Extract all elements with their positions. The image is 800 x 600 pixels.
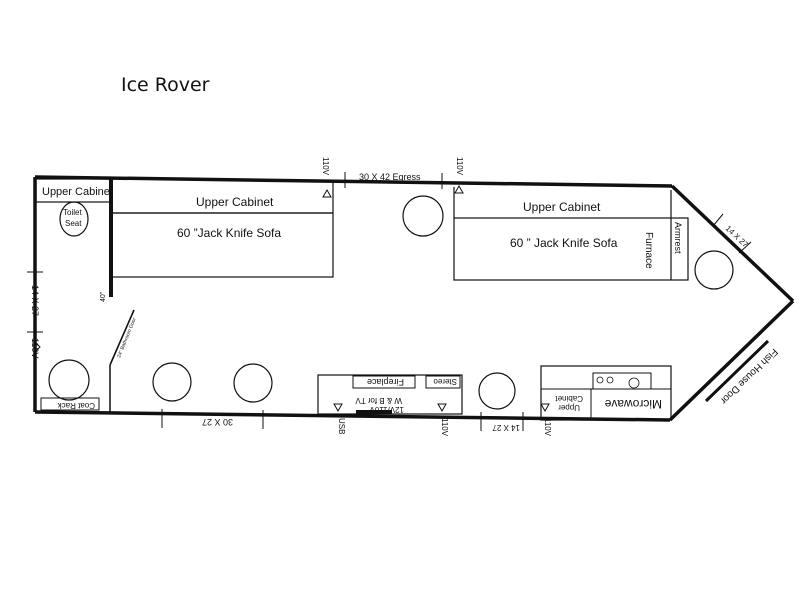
left-outlet-marker [35, 341, 41, 353]
left-upper-cabinet-label: Upper Cabinet [196, 195, 274, 209]
tv-label-2: W & B for TV [355, 396, 402, 405]
toilet-seat [59, 201, 89, 237]
hole-center-top [402, 195, 444, 237]
bathroom-door-label: 24” Bathroom Door [116, 317, 138, 359]
stereo-label: Stereo [433, 377, 457, 386]
left-outlet-label: 110V [30, 338, 40, 358]
front-window-tick-2 [738, 241, 752, 254]
front-window-tick-1 [712, 213, 724, 227]
microwave-label: Microwave [604, 397, 662, 411]
bathroom-door [109, 309, 135, 366]
right-sofa [453, 217, 689, 281]
hole-bottom-1 [152, 362, 192, 402]
fish-house-door-label: Fish House Door [717, 346, 779, 406]
kitchen-outlet-label: 110V [543, 418, 552, 437]
stove-burner-2 [606, 376, 614, 384]
right-upper-cabinet-label: Upper Cabinet [523, 200, 601, 214]
hole-bottom-3 [478, 372, 516, 410]
right-cabinet-outlet-marker [454, 184, 464, 194]
furnace-label: Furnace [643, 232, 654, 269]
tv-outlet-marker [437, 403, 447, 413]
outer-walls [33, 175, 795, 422]
left-sofa [111, 212, 334, 278]
left-cabinet-outlet-marker [322, 188, 332, 198]
small-cabinet-label-2: Cabinet [555, 394, 583, 403]
bottom-window2-dim-label: 14 X 27 [492, 423, 520, 432]
egress-outlet-right: 110V [455, 157, 464, 176]
kitchen-counter [540, 365, 672, 421]
left-window-dim-label: 14 X 27 [30, 285, 40, 316]
toilet-label-2: Seat [65, 219, 82, 228]
stove-burner-1 [596, 376, 604, 384]
hole-bathroom [48, 359, 90, 401]
stereo [425, 375, 461, 389]
hole-bottom-2 [233, 363, 273, 403]
fireplace [352, 375, 416, 389]
corner-upper-cabinet-label: Upper Cabinet [42, 186, 113, 198]
stove-burner-3 [628, 377, 640, 389]
left-sofa-label: 60 ”Jack Knife Sofa [177, 226, 281, 240]
small-cabinet-label-1: Upper [558, 403, 580, 412]
kitchen-outlet-marker [540, 403, 550, 413]
usb-marker [333, 403, 343, 413]
egress-label: 30 X 42 Egress [359, 172, 421, 182]
fireplace-label: Fireplace [367, 377, 404, 387]
tv-label-1: 12V/110V [369, 405, 404, 414]
toilet-label-1: Toilet [63, 208, 82, 217]
right-sofa-label: 60 ” Jack Knife Sofa [510, 236, 618, 250]
tv-bracket [356, 410, 392, 414]
bottom-window-dim-label: 30 X 27 [202, 417, 233, 427]
egress-outlet-left: 110V [321, 157, 330, 176]
hole-front [694, 250, 734, 290]
usb-label: USB [337, 418, 346, 434]
fish-house-door [704, 339, 770, 403]
tv-outlet-label: 110V [440, 418, 449, 437]
armrest-label: Armrest [673, 222, 683, 254]
coat-rack-label: Coat Rack [57, 401, 95, 410]
page-title: Ice Rover [121, 74, 210, 96]
coat-rack [40, 397, 100, 411]
stove [592, 372, 652, 390]
dim-40-label: 40” [100, 291, 107, 302]
